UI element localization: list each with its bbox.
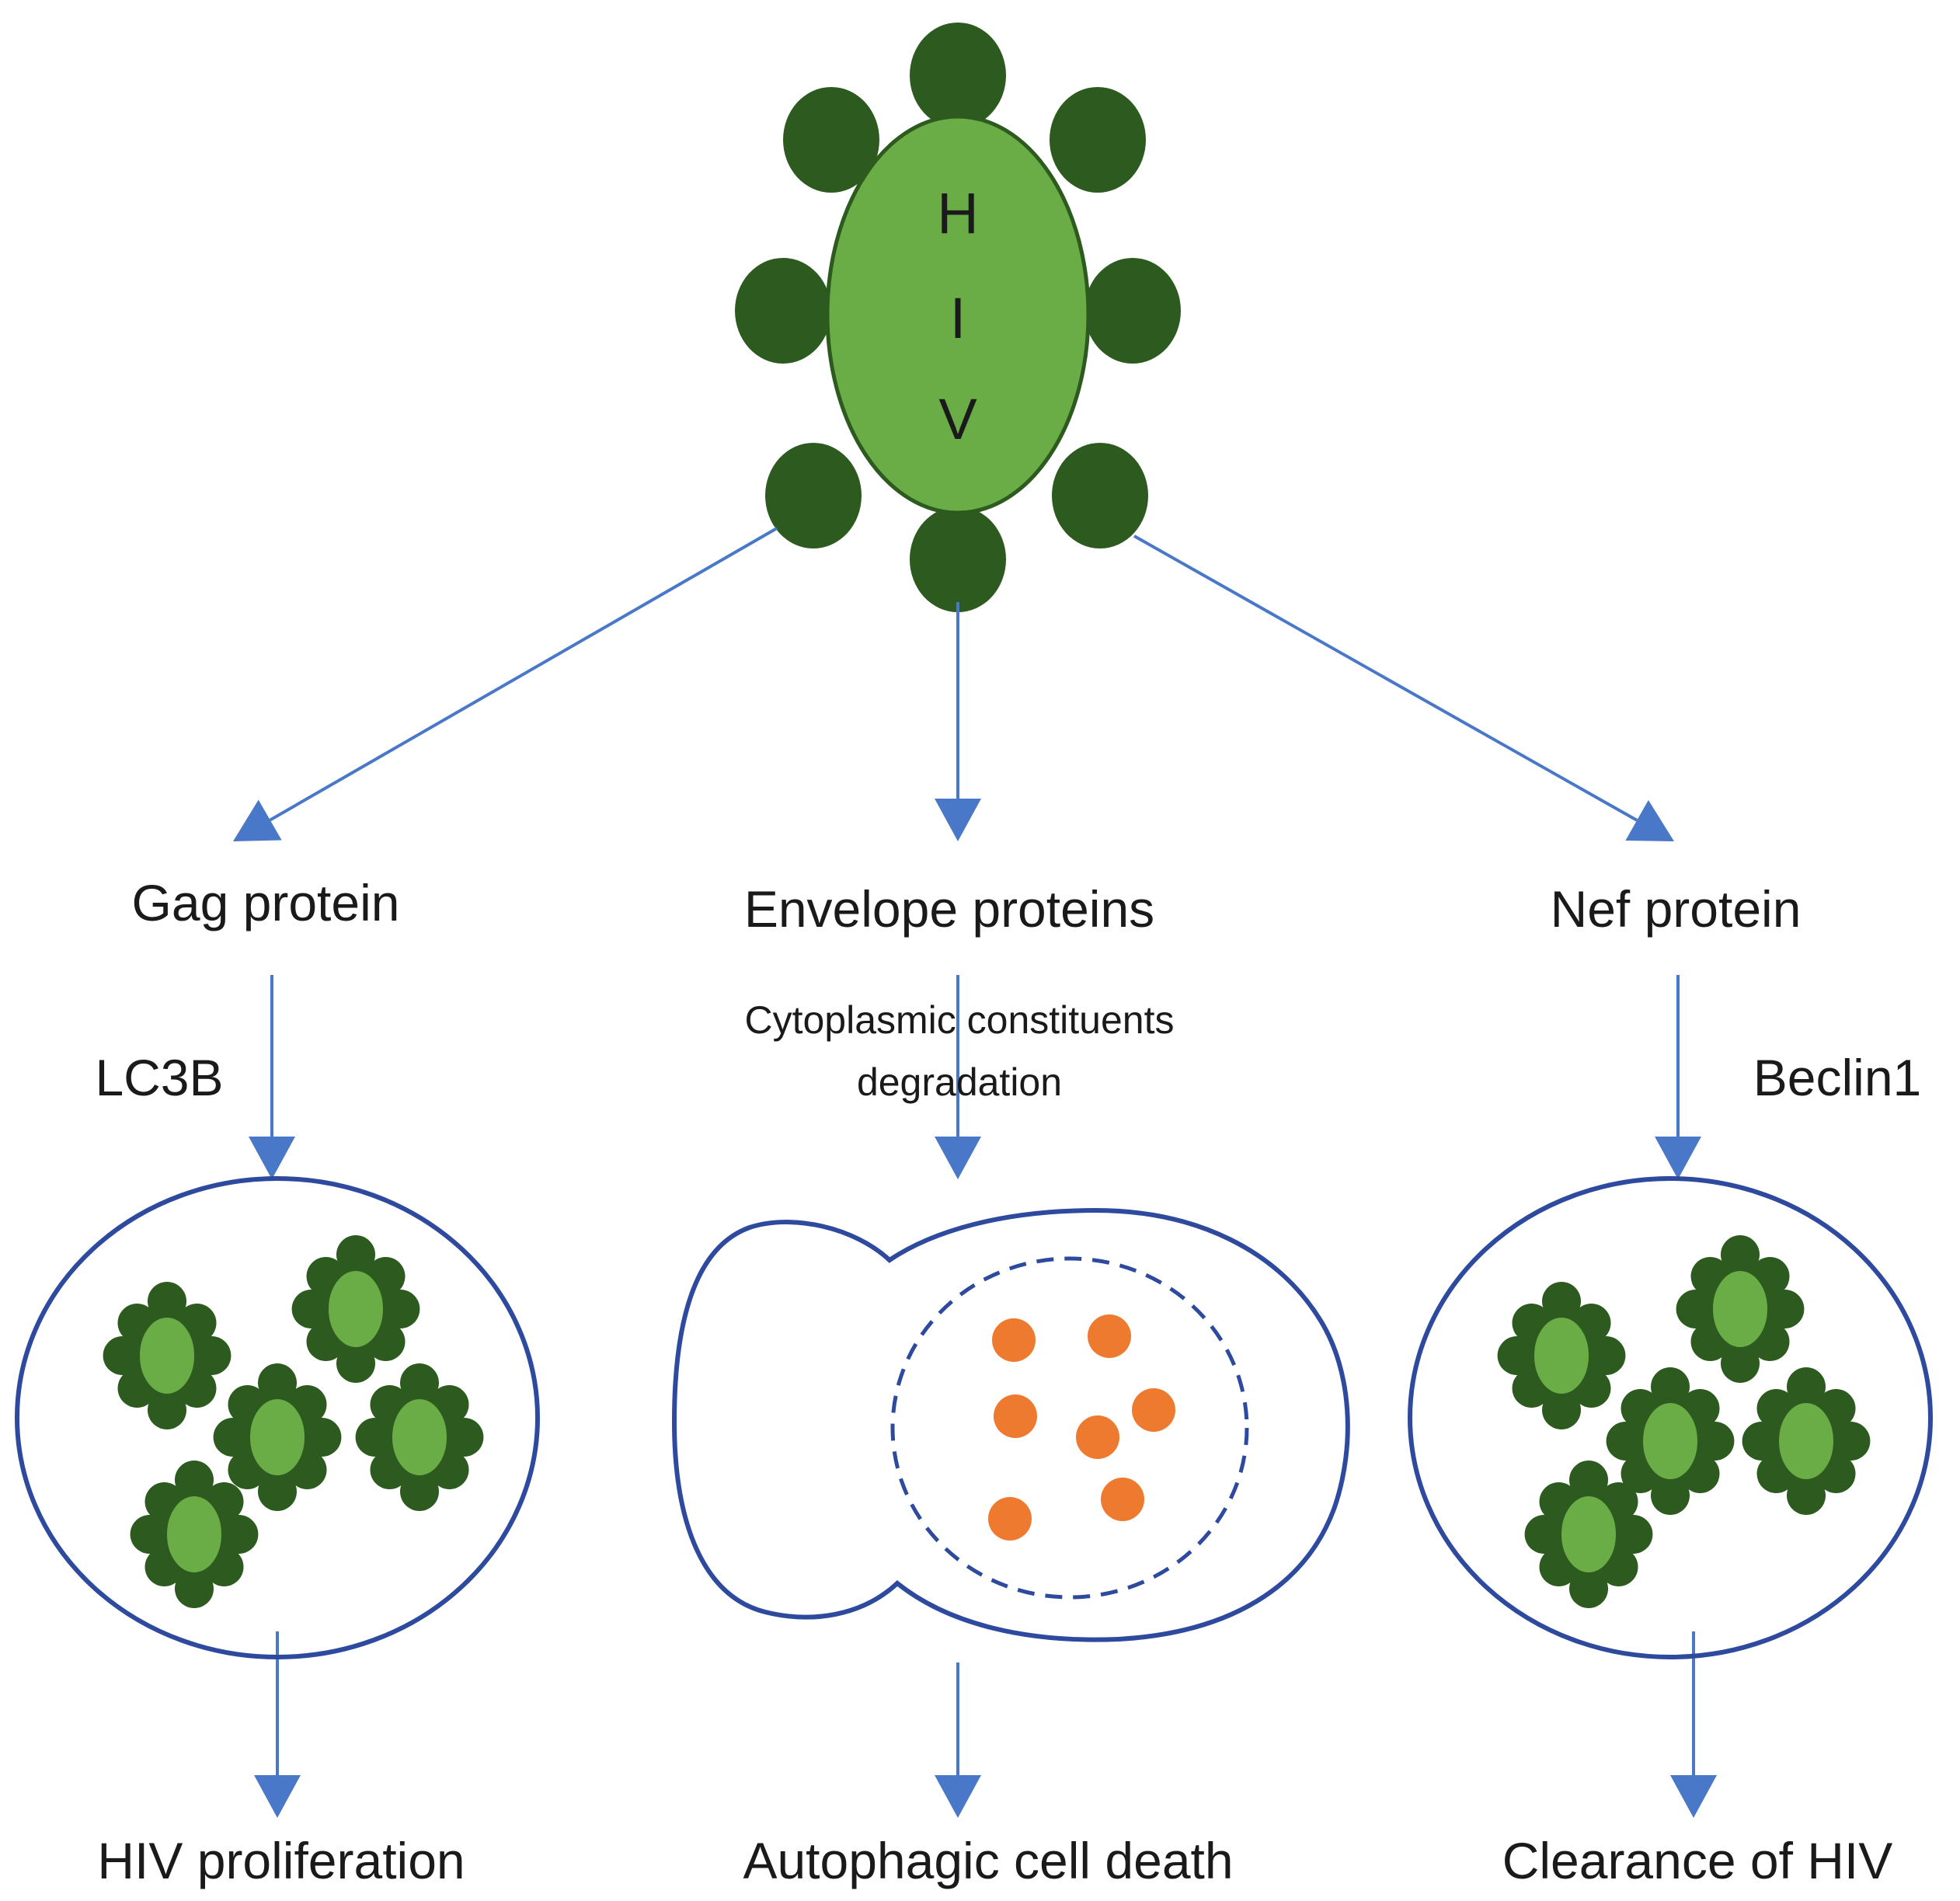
right-cell-virions [1497, 1235, 1871, 1608]
cytoplasmic-degradation-label-line2: degradation [857, 1060, 1062, 1104]
arrow-virion-to-gag [233, 527, 778, 841]
knob-upper-left [783, 87, 879, 193]
lc3b-label: LC3B [95, 1049, 223, 1106]
right-cell-with-virions [1408, 1176, 1933, 1659]
knob-upper-right [1050, 87, 1146, 193]
clearance-of-hiv-label: Clearance of HIV [1502, 1832, 1893, 1889]
small-virion [1742, 1367, 1871, 1515]
right-cell-membrane [1408, 1176, 1933, 1659]
knob-top [910, 23, 1006, 128]
small-virion [355, 1363, 484, 1511]
arrows [233, 527, 1717, 1818]
orange-particle [1088, 1314, 1131, 1358]
small-virion [103, 1282, 232, 1429]
arrow-virion-to-nef [1133, 534, 1674, 841]
arrow-virion-to-envelope [935, 602, 981, 841]
autophagic-cell-death-label: Autophagic cell death [743, 1832, 1233, 1889]
virion-letter-i: I [950, 286, 966, 350]
orange-particle [1101, 1478, 1144, 1521]
arrow-middle-cell-to-outcome [935, 1663, 981, 1818]
envelope-proteins-label: Envelope proteins [744, 880, 1154, 938]
hiv-proliferation-label: HIV proliferation [97, 1832, 465, 1889]
arrow-nef-to-cell [1655, 975, 1701, 1179]
left-cell-membrane [15, 1176, 540, 1659]
arrow-gag-to-cell [249, 975, 295, 1179]
middle-cell-nucleus [890, 1256, 1249, 1600]
orange-particle [988, 1497, 1032, 1541]
small-virion [1606, 1367, 1735, 1515]
knob-bottom [910, 507, 1006, 612]
autophagosome-contents [988, 1314, 1175, 1541]
knob-right [1084, 258, 1181, 364]
arrow-envelope-to-cell [935, 975, 981, 1179]
left-cell-with-virions [15, 1176, 540, 1659]
orange-particle [1132, 1388, 1175, 1432]
nef-protein-label: Nef protein [1551, 880, 1802, 938]
left-cell-virions [103, 1235, 484, 1608]
cytoplasmic-degradation-label-line1: Cytoplasmic constituents [744, 998, 1174, 1042]
gag-protein-label: Gag protein [132, 874, 400, 931]
small-virion [1676, 1235, 1805, 1383]
virion-letter-v: V [938, 387, 977, 451]
knob-lower-right [1052, 443, 1148, 548]
virion-letter-h: H [937, 181, 978, 245]
virion-knobs [735, 23, 1181, 612]
small-virion [1497, 1282, 1626, 1429]
knob-left [735, 258, 831, 364]
small-virion [213, 1363, 342, 1511]
virion-body [825, 114, 1091, 515]
orange-particle [1076, 1415, 1119, 1459]
arrow-right-cell-to-outcome [1670, 1631, 1717, 1818]
hiv-virion: H I V [735, 23, 1181, 612]
small-virion [130, 1461, 259, 1608]
beclin1-label: Beclin1 [1753, 1049, 1921, 1106]
knob-lower-left [765, 443, 862, 548]
orange-particle [994, 1394, 1037, 1438]
small-virion [1524, 1461, 1653, 1608]
middle-cell-autophagic [671, 1207, 1350, 1642]
small-virion [291, 1235, 420, 1383]
orange-particle [992, 1318, 1036, 1362]
middle-cell-membrane [671, 1207, 1350, 1642]
